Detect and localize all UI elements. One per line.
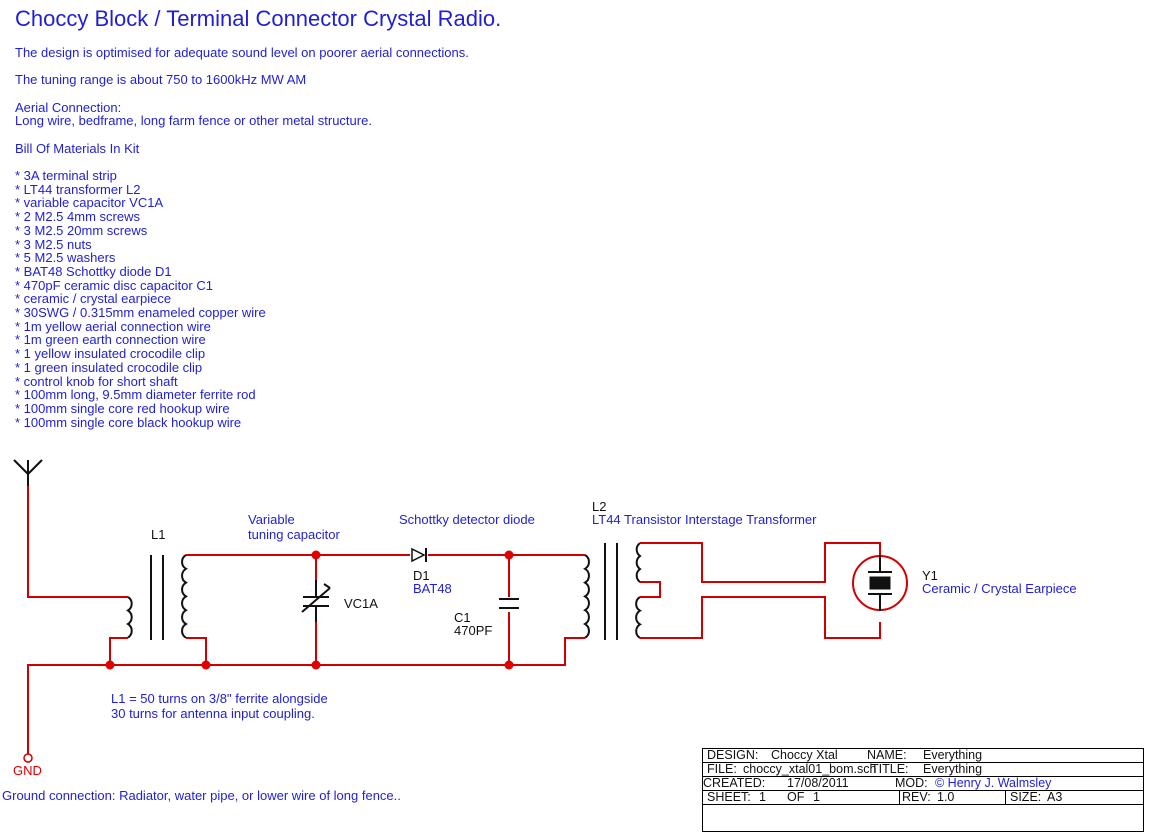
l2-description: LT44 Transistor Interstage Transformer (592, 512, 817, 527)
l1-label: L1 (151, 527, 165, 542)
d1-label: D1 (413, 568, 430, 583)
bom-item: * 1m yellow aerial connection wire (15, 318, 211, 334)
vc-label-line1: Variable (248, 512, 295, 527)
page-title: Choccy Block / Terminal Connector Crysta… (15, 6, 502, 31)
bom-item: * 1 green insulated crocodile clip (15, 359, 203, 375)
bom-item: * 100mm single core red hookup wire (15, 400, 230, 416)
bom-item: * 3 M2.5 20mm screws (15, 222, 148, 238)
tuning-note: The tuning range is about 750 to 1600kHz… (15, 72, 307, 87)
created-value: 17/08/2011 (787, 776, 849, 790)
bom-item: * BAT48 Schottky diode D1 (15, 263, 172, 279)
vc1a-label: VC1A (344, 596, 378, 611)
bom-item: * LT44 transformer L2 (15, 181, 141, 197)
bom-item: * 3A terminal strip (15, 168, 117, 183)
inductor-l1 (126, 554, 188, 640)
bom-item: * ceramic / crystal earpiece (15, 291, 172, 307)
size-label: SIZE: (1005, 790, 1041, 804)
bom-item: * 3 M2.5 nuts (15, 236, 92, 252)
bom-list: * 3A terminal strip* LT44 transformer L2… (15, 169, 266, 429)
design-value: Choccy Xtal (771, 748, 838, 762)
gnd-label: GND (13, 763, 42, 778)
l2-label: L2 (592, 499, 606, 514)
bom-item: * variable capacitor VC1A (15, 195, 164, 211)
aerial-heading: Aerial Connection: (15, 100, 122, 115)
wires (27, 486, 881, 754)
design-note: The design is optimised for adequate sou… (15, 45, 469, 60)
bom-heading: Bill Of Materials In Kit (15, 141, 140, 156)
diode-label: Schottky detector diode (399, 512, 535, 527)
bat48-label: BAT48 (413, 581, 452, 596)
title-label: TITLE: (871, 762, 909, 776)
ground-terminal-icon (23, 753, 33, 763)
bom-item: * 1m green earth connection wire (15, 332, 206, 348)
bom-item: * 100mm long, 9.5mm diameter ferrite rod (15, 387, 256, 403)
c1-label: C1 (454, 610, 471, 625)
name-label: NAME: (867, 748, 907, 762)
file-label: FILE: (707, 762, 737, 776)
created-label: CREATED: (703, 776, 766, 790)
name-value: Everything (923, 748, 983, 762)
ground-note: Ground connection: Radiator, water pipe,… (2, 788, 401, 803)
earpiece-y1 (852, 555, 908, 611)
bom-item: * 470pF ceramic disc capacitor C1 (15, 277, 213, 293)
antenna-symbol (13, 459, 43, 486)
title-block: DESIGN: Choccy Xtal NAME: Everything FIL… (702, 748, 1144, 832)
title-value: Everything (923, 762, 983, 776)
y1-label: Y1 (922, 568, 938, 583)
l1-note-line1: L1 = 50 turns on 3/8" ferrite alongside (111, 691, 328, 706)
bom-item: * 2 M2.5 4mm screws (15, 209, 140, 225)
capacitor-c1 (499, 598, 519, 609)
diode-d1 (411, 547, 427, 563)
size-value: A3 (1047, 790, 1063, 804)
bom-item: * 30SWG / 0.315mm enameled copper wire (15, 305, 266, 321)
variable-capacitor-vc1a (301, 580, 331, 622)
sheet-value: 1 (759, 790, 766, 804)
bom-item: * 1 yellow insulated crocodile clip (15, 346, 206, 362)
c1-value-label: 470PF (454, 623, 492, 638)
sheet-label: SHEET: (707, 790, 751, 804)
l1-note-line2: 30 turns for antenna input coupling. (111, 706, 315, 721)
mod-value: © Henry J. Walmsley (935, 776, 1052, 790)
vc-label-line2: tuning capacitor (248, 527, 340, 542)
bom-item: * control knob for short shaft (15, 373, 178, 389)
aerial-text: Long wire, bedframe, long farm fence or … (15, 113, 372, 128)
junction-dots (105, 550, 514, 670)
bom-item: * 100mm single core black hookup wire (15, 414, 242, 430)
y1-description: Ceramic / Crystal Earpiece (922, 581, 1077, 596)
mod-label: MOD: (895, 776, 928, 790)
design-label: DESIGN: (707, 748, 759, 762)
bom-item: * 5 M2.5 washers (15, 250, 116, 266)
file-value: choccy_xtal01_bom.sch (743, 762, 877, 776)
transformer-l2 (583, 542, 642, 640)
of-value: 1 (813, 790, 820, 804)
rev-label: REV: (899, 790, 931, 804)
of-label: OF (787, 790, 805, 804)
rev-value: 1.0 (937, 790, 955, 804)
